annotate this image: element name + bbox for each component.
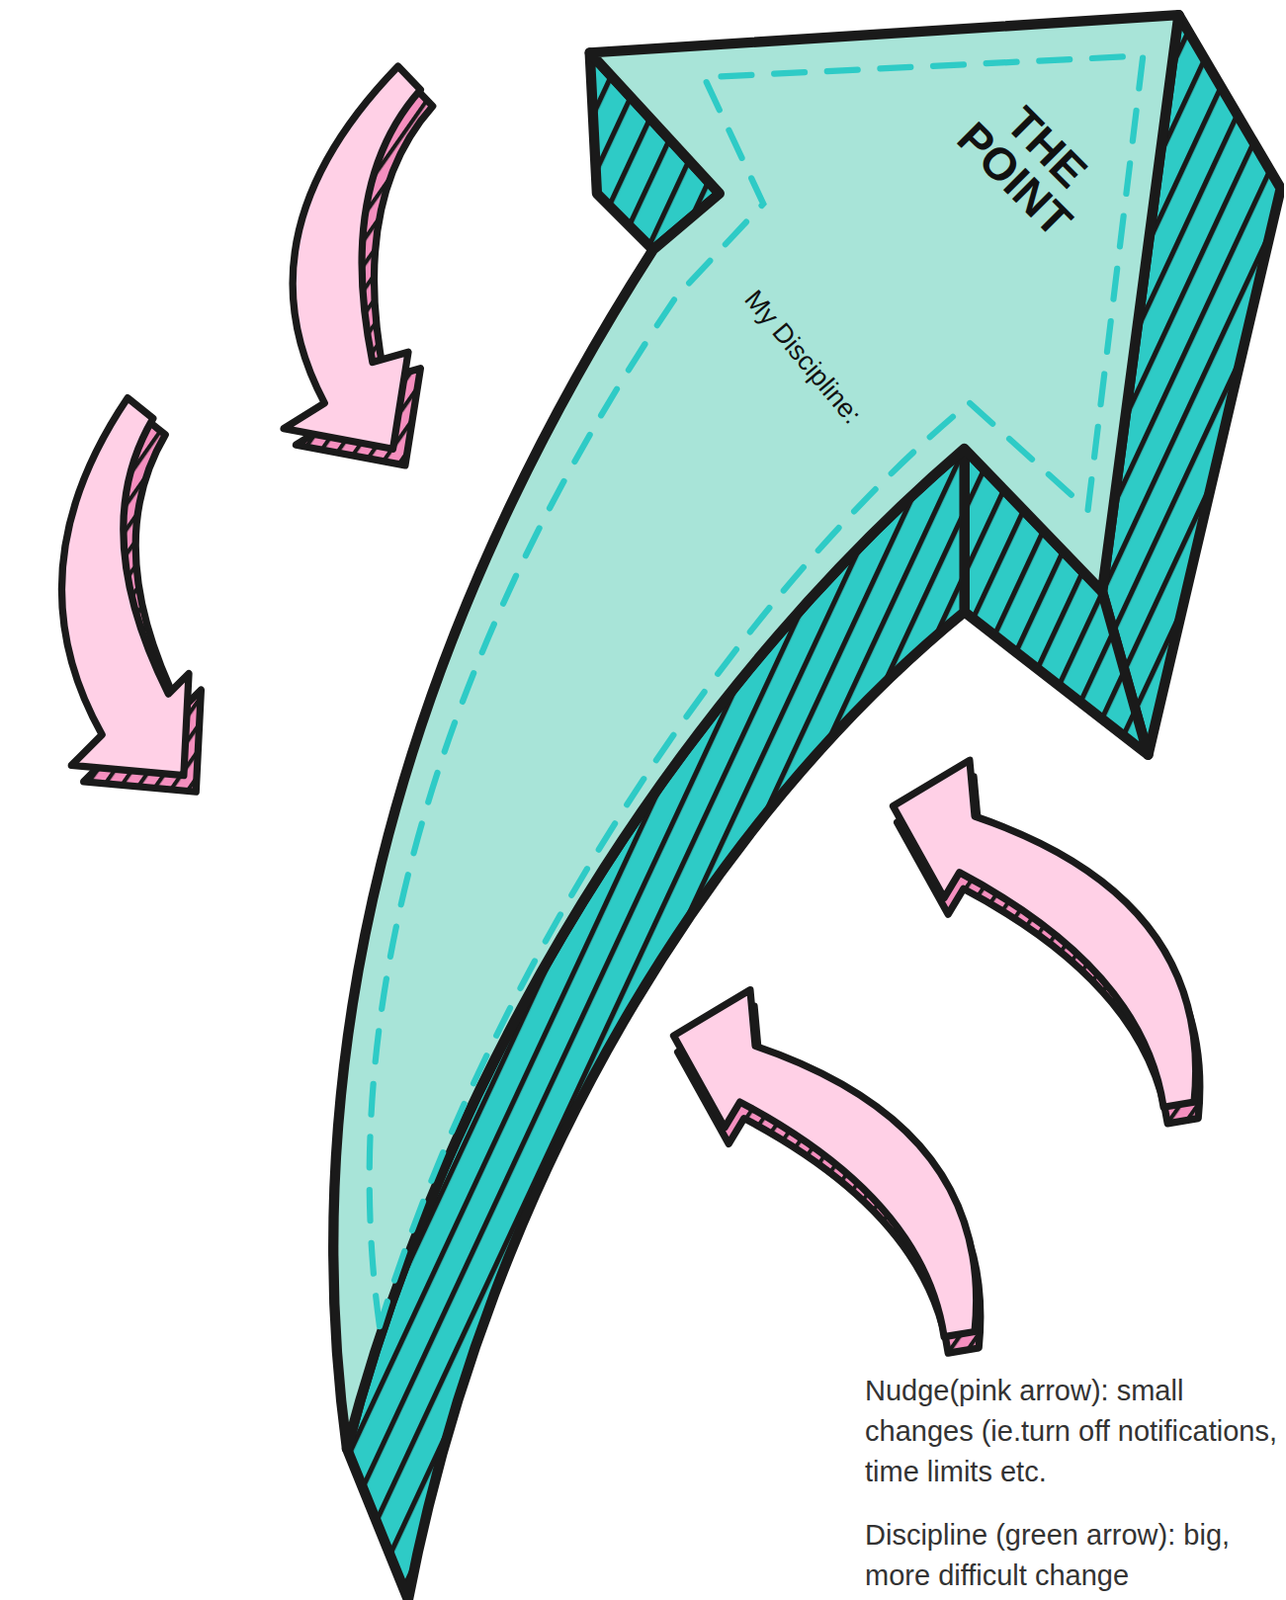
- pink-arrow: [283, 66, 433, 466]
- pink-arrow: [892, 760, 1200, 1124]
- big-arrow: THE POINTMy Discipline:: [285, 9, 1285, 1600]
- pink-arrow: [61, 398, 201, 793]
- note-text: Discipline (green arrow): big, more diff…: [864, 1515, 1281, 1597]
- pink-arrow: [673, 990, 980, 1355]
- notes-area: Nudge(pink arrow): small changes (ie.tur…: [864, 1371, 1281, 1597]
- note-text: Nudge(pink arrow): small changes (ie.tur…: [864, 1371, 1281, 1494]
- big-arrow-shape: [285, 9, 1285, 1600]
